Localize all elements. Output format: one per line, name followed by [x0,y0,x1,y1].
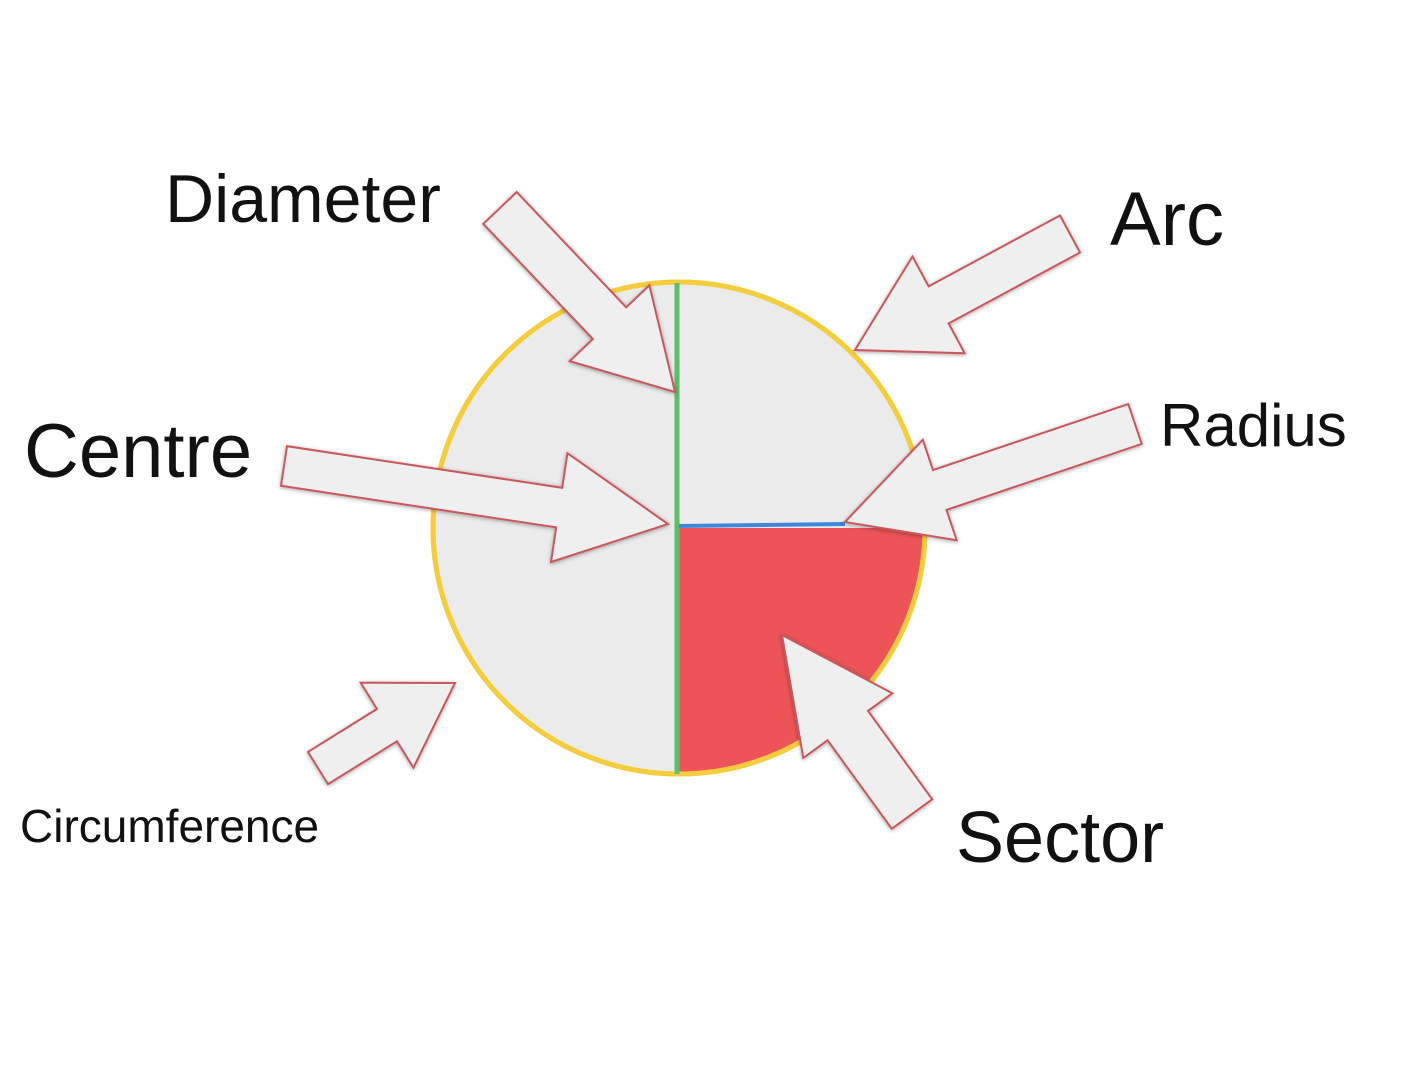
centre-arrow [279,445,671,564]
radius-label: Radius [1160,392,1347,459]
circumference-label: Circumference [20,800,319,852]
sector-label: Sector [956,798,1164,878]
radius-arrow [842,402,1143,542]
arc-label: Arc [1110,177,1224,262]
radius-line [678,522,846,528]
diameter-label: Diameter [165,161,441,237]
diameter-arrow [481,190,677,394]
circumference-arrow [306,681,457,786]
arc-arrow [853,214,1082,355]
centre-label: Centre [24,409,252,494]
sector-arrow [780,633,934,831]
